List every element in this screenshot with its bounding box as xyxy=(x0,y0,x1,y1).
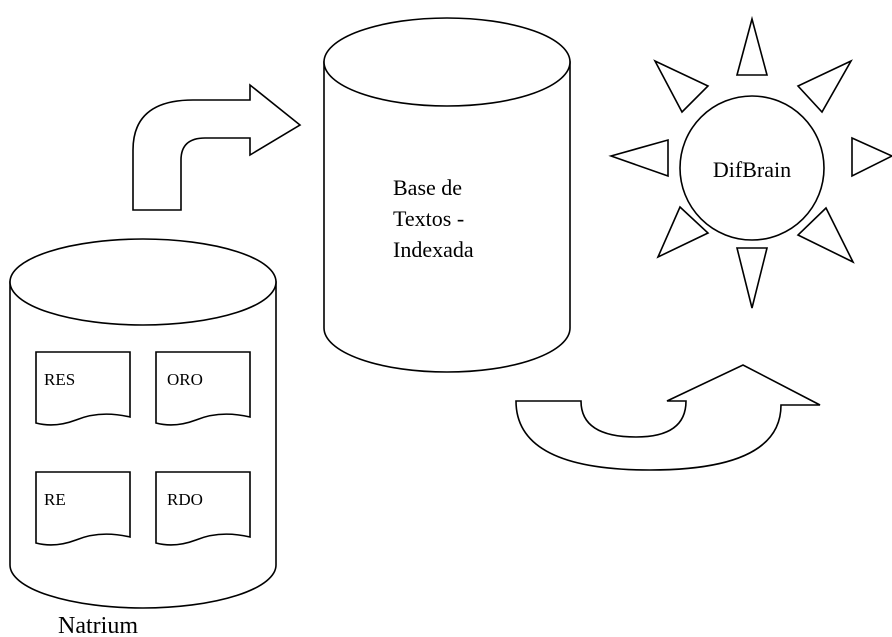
base-label-line-1: Base de xyxy=(393,175,462,200)
base-label-line-2: Textos - xyxy=(393,206,464,231)
document-res: RES xyxy=(35,351,131,426)
document-shape xyxy=(35,471,131,546)
document-label: RES xyxy=(44,370,75,389)
base-cylinder-body xyxy=(323,61,571,373)
document-label: ORO xyxy=(167,370,203,389)
document-label: RE xyxy=(44,490,66,509)
sun-ray-icon xyxy=(796,59,853,114)
arrow-natrium-to-base xyxy=(132,83,302,211)
document-shape xyxy=(155,471,251,546)
arrow-difbrain-to-base xyxy=(515,364,821,471)
sun-ray-icon xyxy=(851,136,892,178)
difbrain-circle xyxy=(679,95,825,241)
document-rdo: RDO xyxy=(155,471,251,546)
natrium-cylinder-body xyxy=(9,281,277,609)
natrium-label: Natrium xyxy=(58,613,138,637)
sun-ray-icon xyxy=(735,15,769,76)
sun-ray-icon xyxy=(656,205,710,259)
base-label: Base de Textos - Indexada xyxy=(393,175,474,262)
sun-ray-icon xyxy=(796,206,855,264)
base-textos-database: Base de Textos - Indexada xyxy=(323,17,571,373)
base-cylinder-top xyxy=(323,17,571,107)
document-shape xyxy=(35,351,131,426)
base-label-line-3: Indexada xyxy=(393,237,474,262)
natrium-cylinder-top xyxy=(9,238,277,326)
difbrain-node: DifBrain xyxy=(608,15,892,309)
sun-ray-icon xyxy=(735,247,769,309)
document-oro: ORO xyxy=(155,351,251,426)
sun-ray-icon xyxy=(653,59,710,114)
document-re: RE xyxy=(35,471,131,546)
document-shape xyxy=(155,351,251,426)
document-label: RDO xyxy=(167,490,203,509)
sun-ray-icon xyxy=(608,138,669,178)
difbrain-label: DifBrain xyxy=(713,157,791,182)
